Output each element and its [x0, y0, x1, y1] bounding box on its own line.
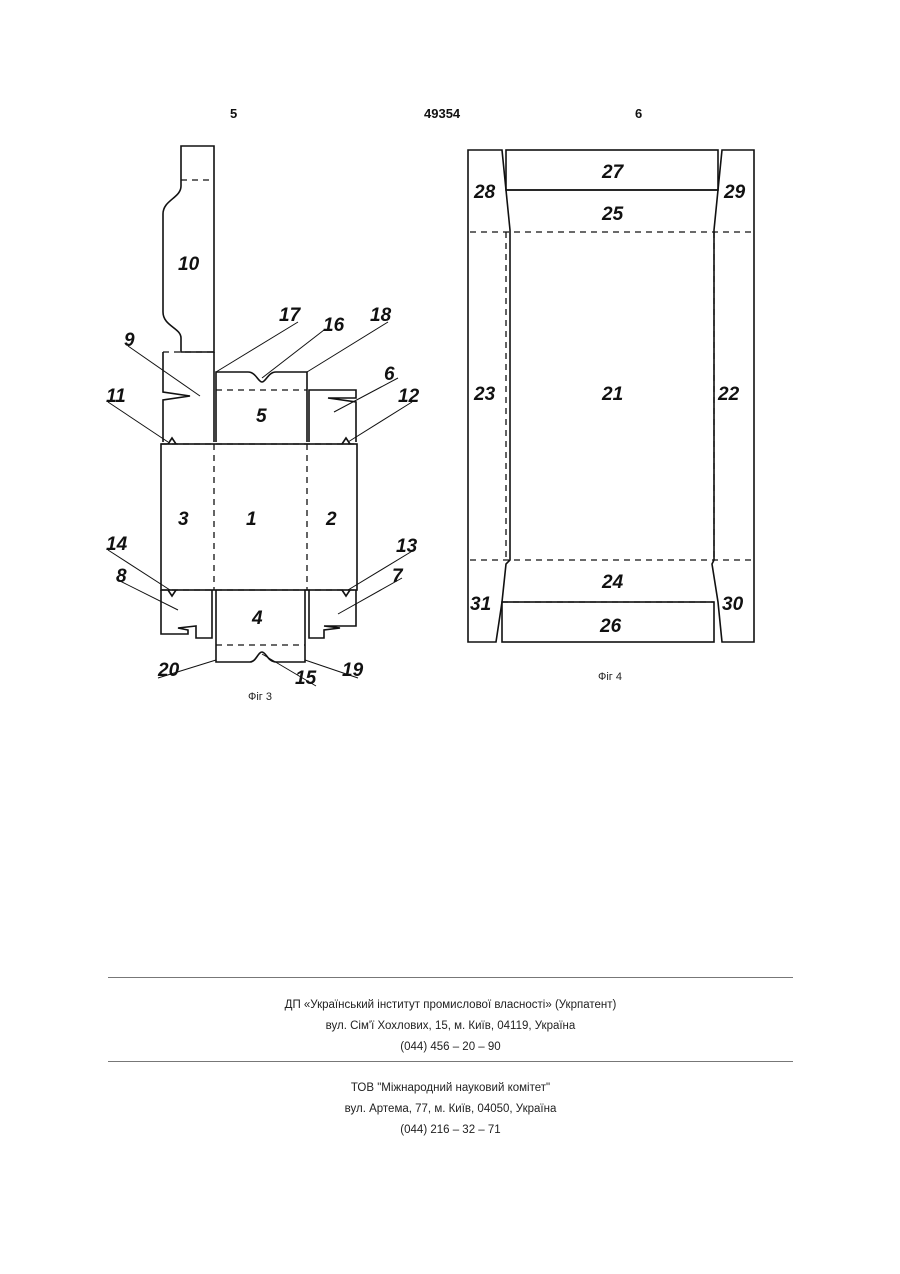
fig4-label-23: 23 — [473, 384, 496, 405]
fig3-caption: Фіг 3 — [248, 691, 272, 703]
fig4-label-29: 29 — [723, 182, 746, 203]
fig4-label-28: 28 — [473, 182, 496, 203]
fig4-label-21: 21 — [601, 384, 623, 405]
fig4-label-27: 27 — [601, 162, 625, 183]
footer-divider-top — [108, 977, 793, 978]
publisher-name: ДП «Український інститут промислової вла… — [108, 995, 793, 1016]
fig4-label-26: 26 — [599, 616, 622, 637]
publisher-address: вул. Сім'ї Хохлових, 15, м. Київ, 04119,… — [108, 1016, 793, 1037]
fig3-label-17: 17 — [279, 305, 302, 326]
fig3-notch-14 — [168, 590, 176, 596]
footer-divider-middle — [108, 1061, 793, 1062]
figure-4: 27 25 28 29 21 23 22 24 26 31 30 Фіг 4 — [468, 150, 754, 683]
leader-line — [307, 322, 388, 372]
printer-phone: (044) 216 – 32 – 71 — [108, 1120, 793, 1141]
fig3-label-19: 19 — [342, 660, 364, 681]
fig3-panel-6-outline — [309, 390, 356, 442]
fig3-label-12: 12 — [398, 386, 420, 407]
fig3-label-14: 14 — [106, 534, 128, 555]
fig4-label-25: 25 — [601, 204, 624, 225]
leader-line — [216, 322, 298, 372]
leader-line — [262, 330, 324, 378]
fig3-label-16: 16 — [323, 315, 345, 336]
fig3-label-7: 7 — [392, 566, 404, 587]
fig4-label-24: 24 — [601, 572, 624, 593]
fig3-label-9: 9 — [124, 330, 135, 351]
fig3-label-6: 6 — [384, 364, 395, 385]
fig3-panel-10-outline — [163, 146, 214, 352]
fig3-label-11: 11 — [106, 386, 126, 407]
fig3-label-2: 2 — [325, 509, 337, 530]
fig3-label-4: 4 — [251, 608, 263, 629]
fig3-panel-7-outline — [309, 590, 356, 638]
fig3-notch-11 — [168, 438, 176, 444]
printer-name: ТОВ "Міжнародний науковий комітет" — [108, 1078, 793, 1099]
fig3-label-18: 18 — [370, 305, 392, 326]
patent-drawings: 1 2 3 4 5 6 7 8 9 10 11 12 13 14 15 16 1… — [0, 0, 900, 720]
fig4-label-30: 30 — [722, 594, 744, 615]
leader-line — [118, 580, 178, 610]
figure-3: 1 2 3 4 5 6 7 8 9 10 11 12 13 14 15 16 1… — [106, 146, 420, 703]
leader-line — [348, 402, 412, 442]
fig3-label-3: 3 — [178, 509, 189, 530]
publisher-phone: (044) 456 – 20 – 90 — [108, 1037, 793, 1058]
fig3-panel-8-outline — [161, 590, 212, 638]
fig3-label-10: 10 — [178, 254, 200, 275]
fig3-label-5: 5 — [256, 406, 267, 427]
footer-printer-block: ТОВ "Міжнародний науковий комітет" вул. … — [108, 1078, 793, 1141]
fig3-notch-13 — [342, 590, 350, 596]
fig4-label-31: 31 — [470, 594, 491, 615]
fig3-label-1: 1 — [246, 509, 257, 530]
fig3-label-15: 15 — [295, 668, 317, 689]
printer-address: вул. Артема, 77, м. Київ, 04050, Україна — [108, 1099, 793, 1120]
fig4-caption: Фіг 4 — [598, 671, 622, 683]
leader-line — [128, 346, 200, 396]
fig3-label-13: 13 — [396, 536, 418, 557]
footer-publisher-block: ДП «Український інститут промислової вла… — [108, 995, 793, 1058]
fig3-label-8: 8 — [116, 566, 127, 587]
fig3-label-20: 20 — [157, 660, 180, 681]
fig3-panel-9-outline — [163, 352, 214, 442]
leader-line — [108, 402, 168, 442]
fig4-label-22: 22 — [717, 384, 740, 405]
